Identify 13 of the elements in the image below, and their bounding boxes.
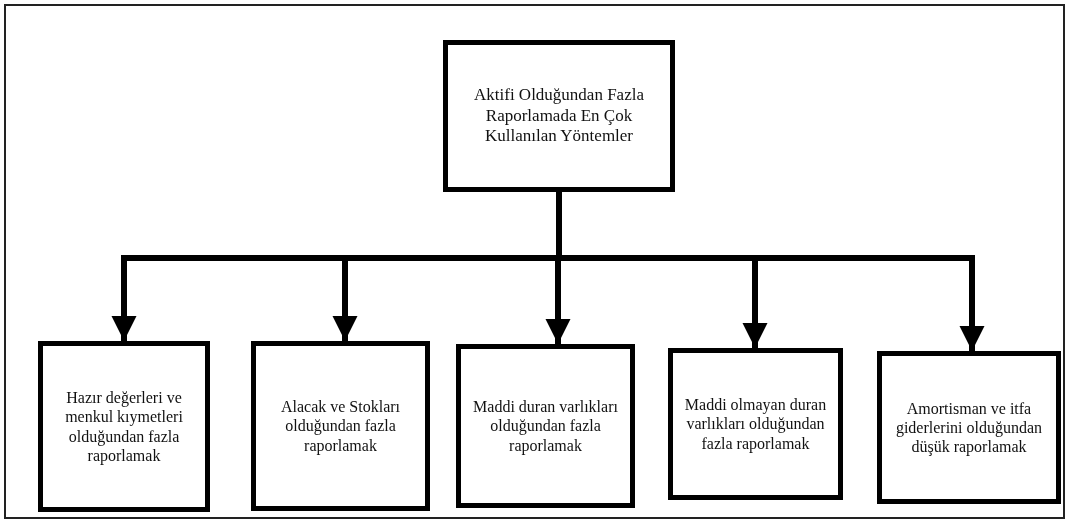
process-box xyxy=(38,341,210,512)
box-text: Hazır değerleri ve menkul kıymetleri olduğundan fazla raporlamak xyxy=(64,388,184,465)
process-box xyxy=(668,348,843,500)
box-text: Maddi duran varlıkları olduğundan fazla raporlamak xyxy=(472,397,619,455)
box-text: Maddi olmayan duran varlıkları olduğundan fazla raporlamak xyxy=(683,395,828,453)
process-box xyxy=(443,40,675,192)
process-box xyxy=(456,344,635,508)
process-box xyxy=(251,341,430,511)
box-text: Amortisman ve itfa giderlerini olduğundan düşük raporlamak xyxy=(894,398,1044,457)
process-box xyxy=(877,351,1061,504)
arrow xyxy=(556,192,985,351)
box-text: Alacak ve Stokları olduğundan fazla raporlamak xyxy=(279,397,402,455)
box-text: Aktifi Olduğundan Fazla Raporlamada En Çok Kullanılan Yöntemler xyxy=(473,85,645,147)
